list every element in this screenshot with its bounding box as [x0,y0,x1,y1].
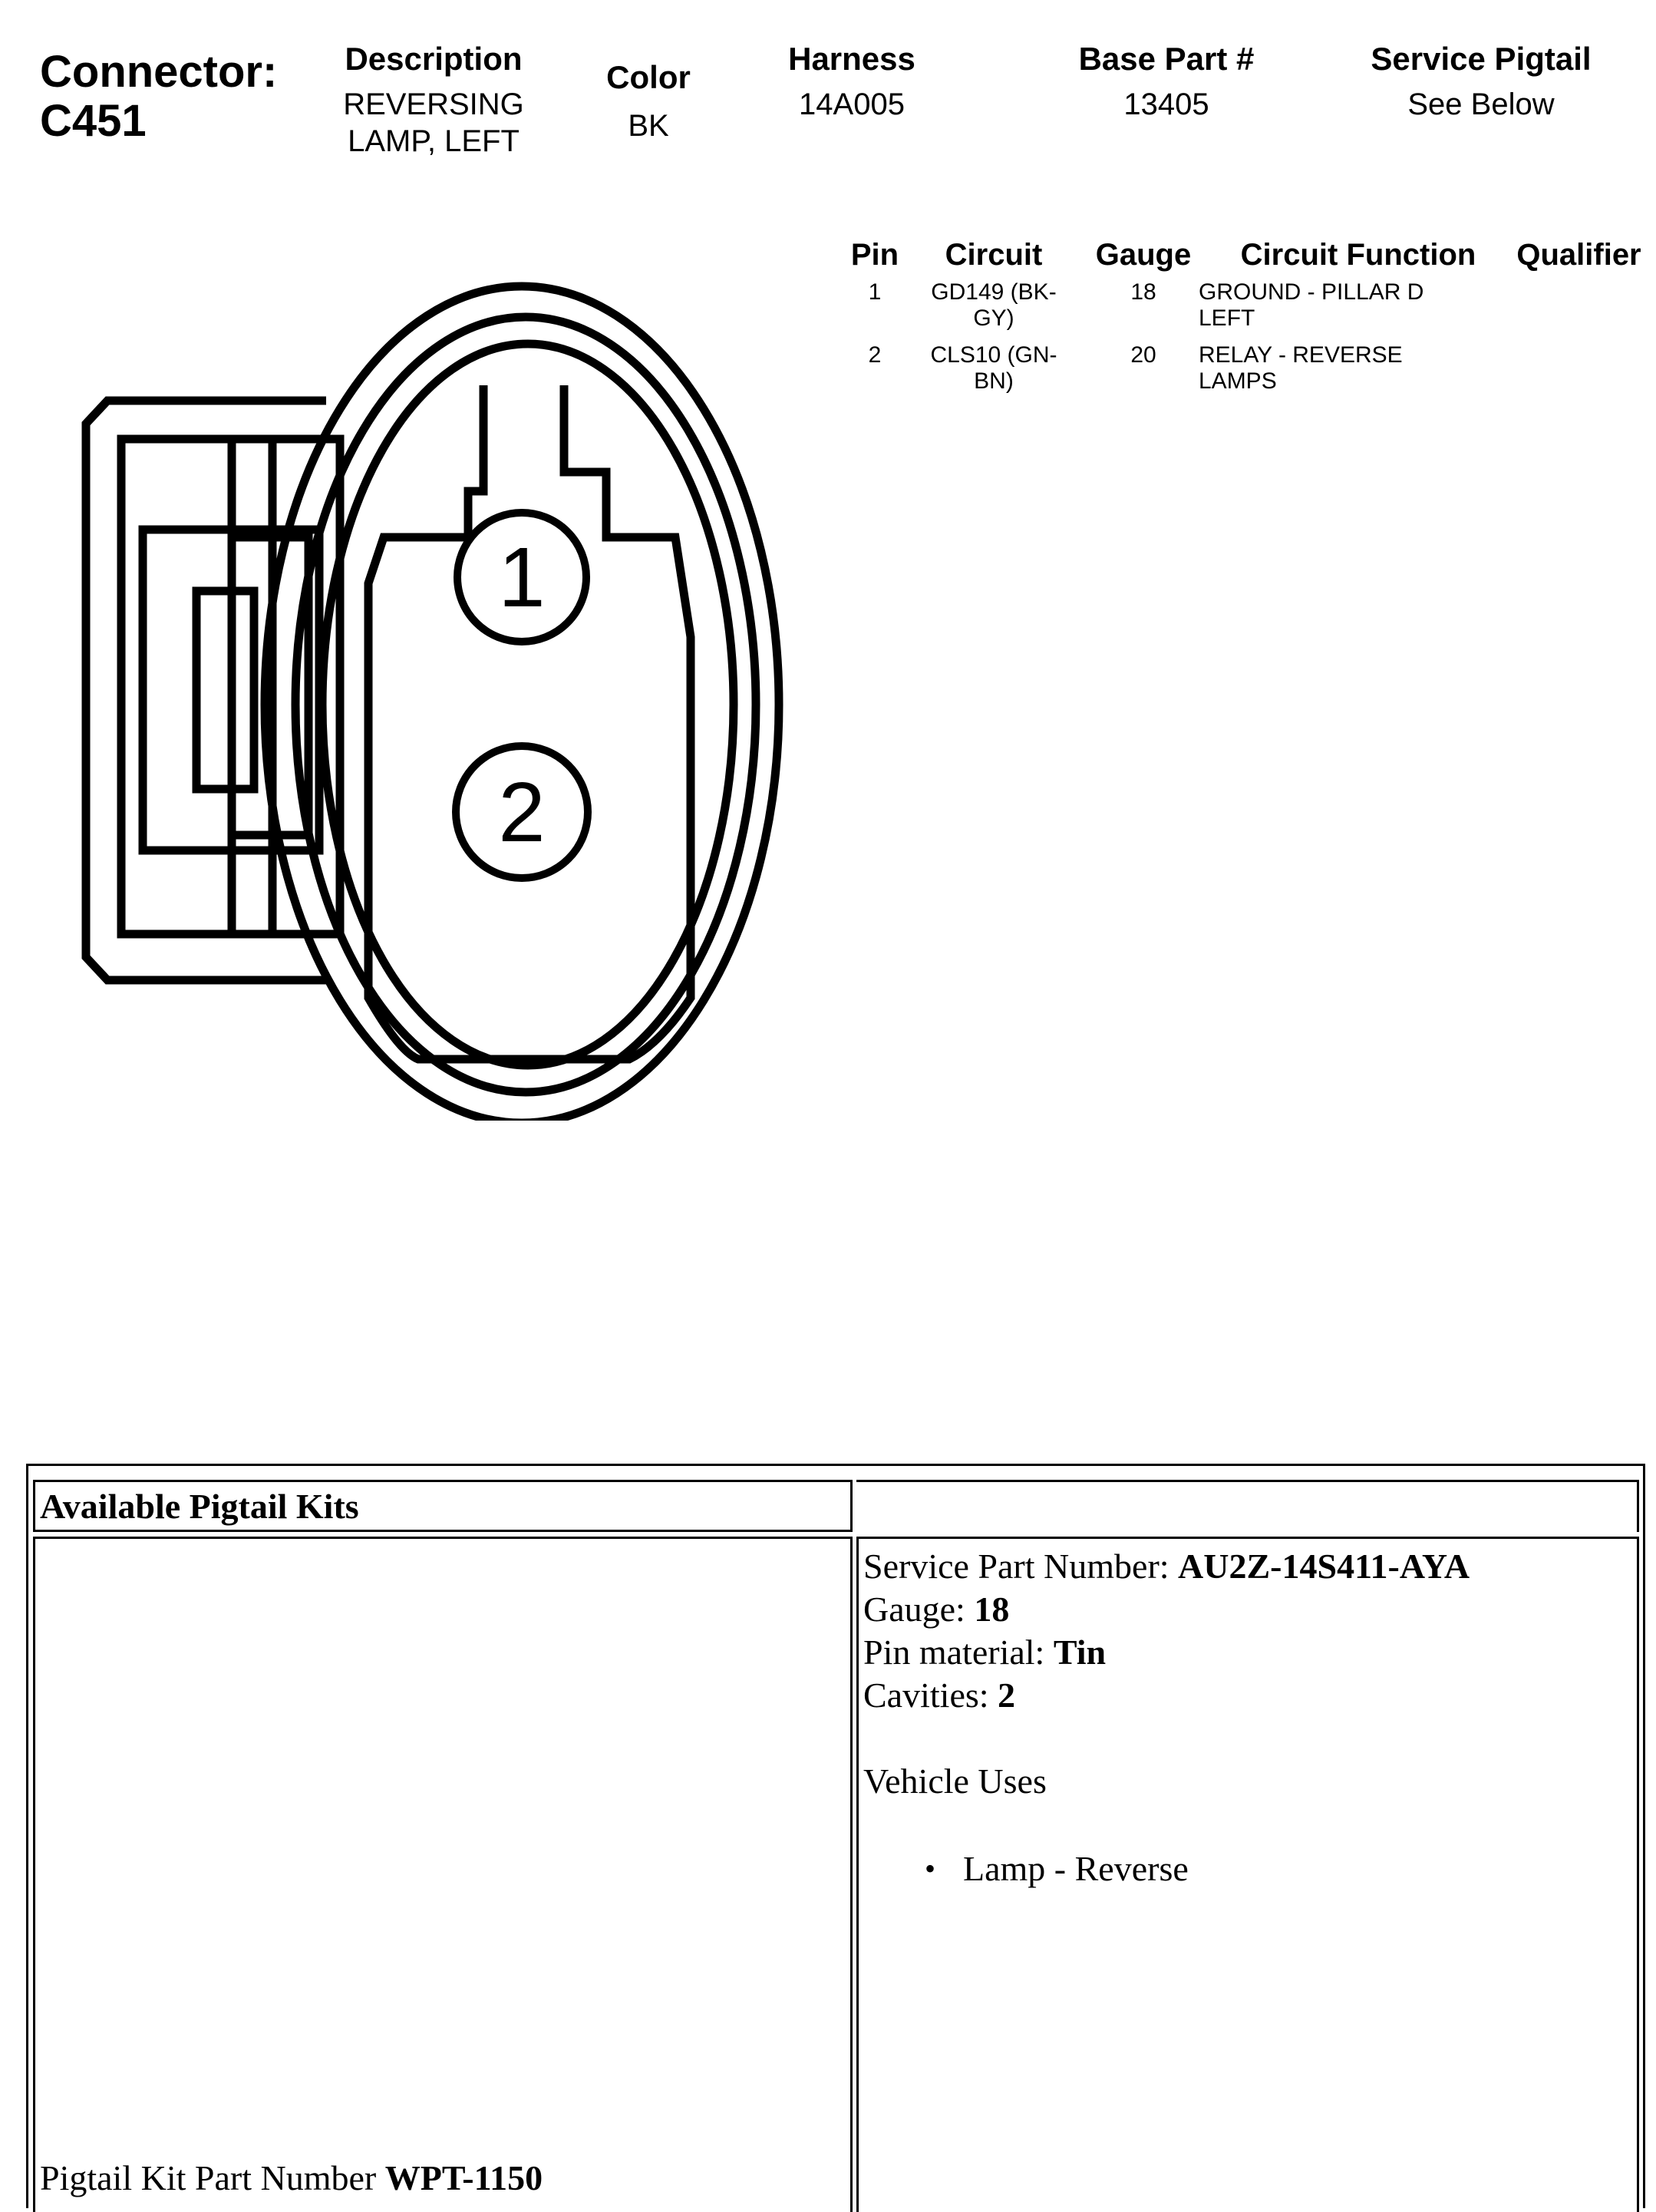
base-part-label: Base Part # [1078,41,1255,77]
pigtail-kits-panel [26,1464,1645,2208]
description-label: Description [345,41,523,77]
pin-material-line: Pin material: Tin [863,1631,1632,1674]
pin-1-label: 1 [498,530,545,625]
harness-value: 14A005 [799,87,905,121]
kits-title: Available Pigtail Kits [40,1487,359,1526]
kit-part-number: Pigtail Kit Part Number WPT-1150 [40,2157,543,2200]
service-pigtail-label: Service Pigtail [1371,41,1592,77]
pin-header: Pin [850,238,899,272]
list-item: Lamp - Reverse [919,1847,1632,1890]
service-part-line: Service Part Number: AU2Z-14S411-AYA [863,1545,1632,1588]
harness-column: Harness 14A005 [737,43,967,123]
kit-part-label: Pigtail Kit Part Number [40,2158,385,2197]
pin-table: Pin Circuit Gauge Circuit Function Quali… [829,236,1654,405]
harness-label: Harness [788,41,915,77]
kit-part-value: WPT-1150 [384,2158,543,2197]
circuit-line-1: GD149 (BK- [931,279,1057,305]
pin-number: 1 [868,279,882,305]
gauge-cell: 20 [1130,342,1156,368]
cavities-value: 2 [998,1676,1016,1715]
connector-id: C451 [40,96,147,146]
base-part-value: 13405 [1123,87,1209,121]
circuit-cell: GD149 (BK- GY) [917,279,1070,332]
function-line-1: GROUND - PILLAR D [1199,279,1424,305]
function-cell: GROUND - PILLAR D LEFT [1199,279,1498,332]
color-value: BK [628,109,669,143]
connector-title: Connector: C451 [40,48,277,146]
cavities-line: Cavities: 2 [863,1674,1632,1717]
function-line-2: LEFT [1199,305,1255,331]
service-pigtail-value: See Below [1407,87,1555,121]
vehicle-uses-list: Lamp - Reverse [919,1847,1632,1890]
pin-cavity-2: 2 [452,742,592,882]
color-label: Color [606,59,691,95]
gauge-header: Gauge [1095,238,1192,272]
circuit-line-2: GY) [973,305,1014,331]
latch-lever [192,586,259,794]
service-part-value: AU2Z-14S411-AYA [1178,1547,1470,1586]
gauge-label: Gauge: [863,1590,975,1629]
gauge-cell: 18 [1130,279,1156,305]
function-cell: RELAY - REVERSE LAMPS [1199,342,1498,395]
pin-table-row: 2 CLS10 (GN- BN) 20 RELAY - REVERSE LAMP… [829,342,1654,405]
pin-material-label: Pin material: [863,1633,1054,1672]
pin-material-value: Tin [1053,1633,1107,1672]
inner-cavity [364,385,695,1064]
circuit-line-1: CLS10 (GN- [930,342,1057,368]
circuit-header: Circuit [945,238,1043,272]
description-line-1: REVERSING [343,87,524,121]
latch-housing-outline [81,396,326,985]
base-part-column: Base Part # 13405 [1036,43,1297,123]
pin-table-row: 1 GD149 (BK- GY) 18 GROUND - PILLAR D LE… [829,279,1654,342]
circuit-cell: CLS10 (GN- BN) [917,342,1070,395]
kits-title-cell: Available Pigtail Kits [33,1480,853,1532]
vehicle-uses-label: Vehicle Uses [863,1761,1047,1801]
description-column: Description REVERSING LAMP, LEFT [307,43,560,160]
pin-table-header: Pin Circuit Gauge Circuit Function Quali… [829,236,1654,276]
color-column: Color BK [572,61,725,144]
connector-label: Connector: [40,47,278,97]
latch-tab [232,533,313,840]
kit-details-cell: Service Part Number: AU2Z-14S411-AYA Gau… [856,1537,1639,2212]
connector-inner-ring [318,339,738,1070]
pin-cavity-1: 1 [454,509,590,645]
circuit-line-2: BN) [974,368,1014,394]
kits-title-spacer [856,1480,1639,1532]
gauge-line: Gauge: 18 [863,1588,1632,1631]
connector-middle-ring [291,312,760,1097]
cavities-label: Cavities: [863,1676,998,1715]
function-line-2: LAMPS [1199,368,1277,394]
description-line-2: LAMP, LEFT [348,124,520,158]
pin-2-label: 2 [498,765,545,860]
service-part-label: Service Part Number: [863,1547,1179,1586]
pin-number: 2 [868,342,882,368]
qualifier-header: Qualifier [1516,238,1641,272]
circuit-function-header: Circuit Function [1240,238,1476,272]
connector-face-diagram: 1 2 [81,282,783,1121]
kit-image-cell: Pigtail Kit Part Number WPT-1150 [33,1537,853,2212]
connector-outer-ring [260,282,783,1121]
gauge-value: 18 [974,1590,1010,1629]
function-line-1: RELAY - REVERSE [1199,342,1403,368]
service-pigtail-column: Service Pigtail See Below [1328,43,1635,123]
